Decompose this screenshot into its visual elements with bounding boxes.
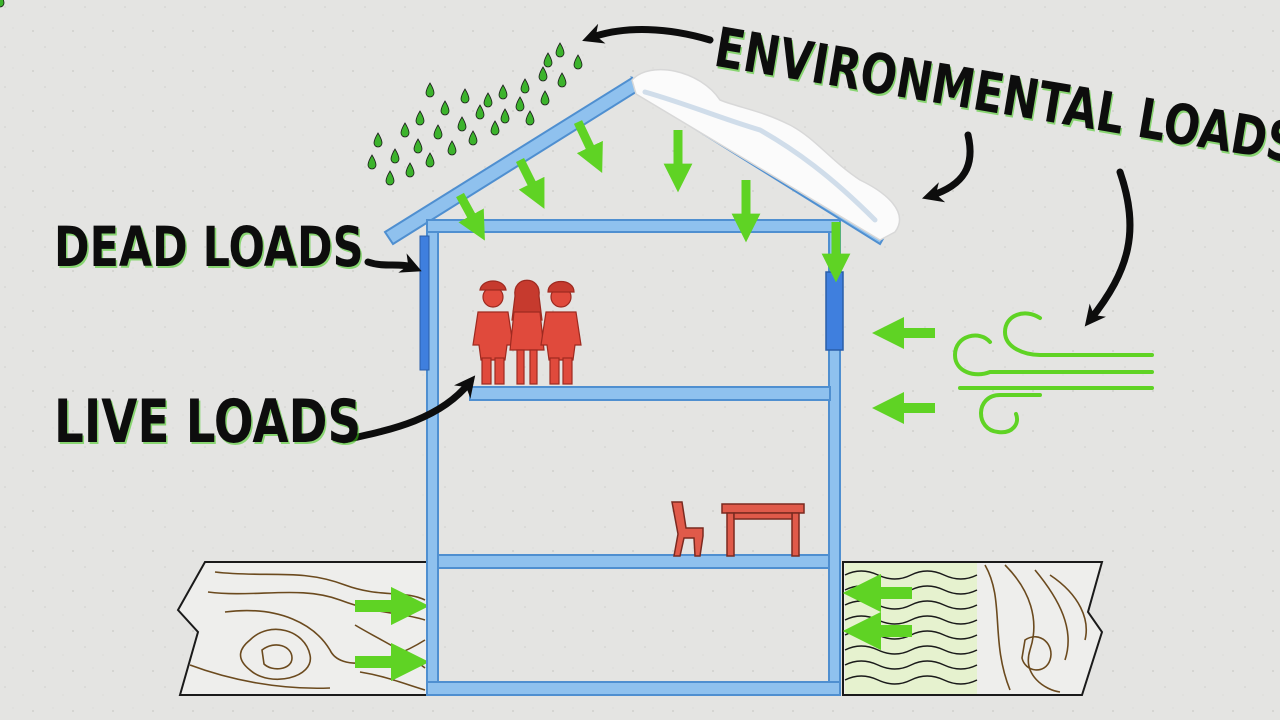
live-loads-label: LIVE LOADS (54, 387, 362, 457)
dead-load-panel-right (825, 271, 844, 351)
dead-loads-pointer (364, 253, 422, 273)
wind-load-arrows (871, 316, 935, 425)
rain-pointer (582, 23, 714, 44)
live-loads-pointer (340, 375, 476, 444)
left-soil (176, 561, 430, 696)
dead-load-panel-left (419, 235, 430, 371)
pointer-arrows (340, 23, 1134, 444)
people-group-icon (472, 279, 582, 385)
snow-drift-icon (631, 68, 901, 241)
wind-gust-icon (952, 311, 1154, 435)
snow-pointer (921, 131, 974, 203)
raindrop-icon (0, 0, 583, 186)
table-icon (721, 503, 805, 557)
roof-load-arrows (456, 120, 851, 283)
wind-pointer (1084, 168, 1134, 327)
dead-loads-label: DEAD LOADS (54, 215, 364, 279)
right-soil (842, 561, 1104, 696)
chair-icon (671, 501, 704, 557)
